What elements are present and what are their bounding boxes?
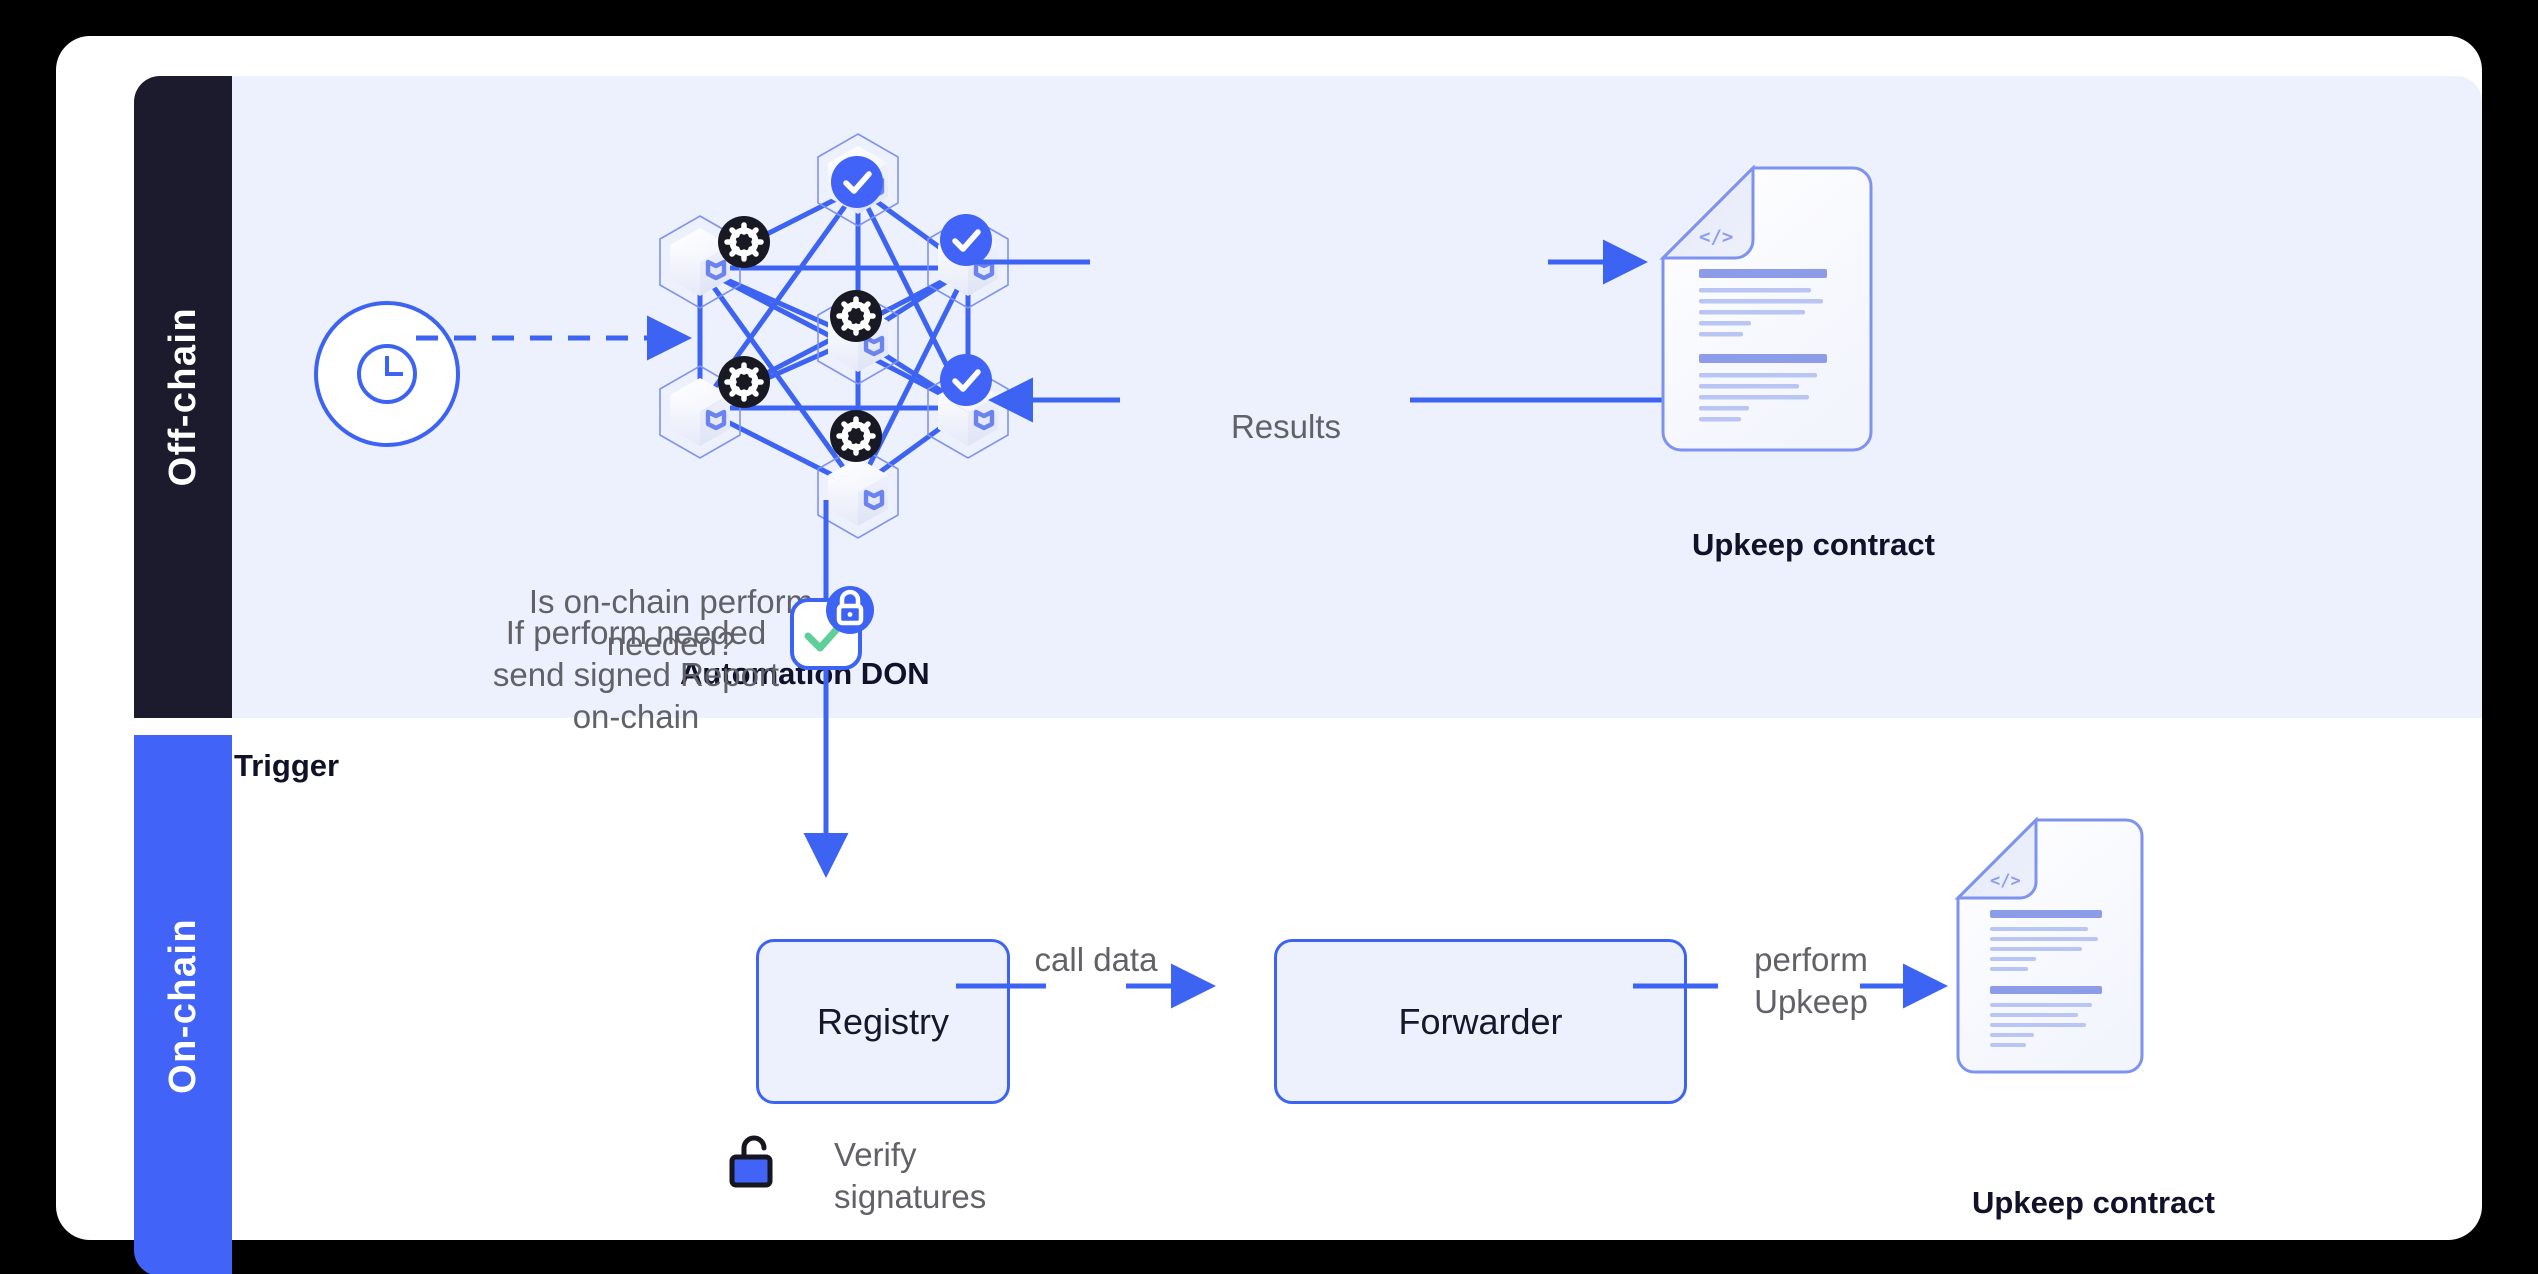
offchain-panel [232,76,2482,718]
rail-offchain-label: Off-chain [161,307,204,487]
registry-label: Registry [816,1000,950,1042]
diagram-card: Off-chain On-chain Automation DON Trigge… [56,36,2482,1274]
annotation-results: Results [1230,408,1342,445]
clock-icon [357,344,417,404]
trigger-label: Trigger [234,748,340,783]
trigger-circle [314,301,460,447]
upkeep-contract-label-offchain: Upkeep contract [1692,527,1935,562]
registry-box[interactable]: Registry [756,939,1010,1104]
annotation-signed-report: If perform needed send signed Report on-… [492,614,780,736]
forwarder-box[interactable]: Forwarder [1274,939,1687,1104]
forwarder-label: Forwarder [1398,1000,1563,1042]
rail-onchain-label: On-chain [161,917,204,1094]
annotation-perform-upkeep: perform Upkeep [1754,941,1868,1021]
lock-open-icon [729,1135,773,1188]
rail-offchain: Off-chain [134,76,232,718]
annotation-perform-needed: Is on-chain perform needed? [528,583,814,663]
upkeep-contract-label-onchain: Upkeep contract [1972,1185,2215,1220]
rail-onchain: On-chain [134,735,232,1274]
annotation-call-data: call data [1034,941,1158,978]
annotation-verify-signatures: Verify signatures [834,1136,987,1216]
